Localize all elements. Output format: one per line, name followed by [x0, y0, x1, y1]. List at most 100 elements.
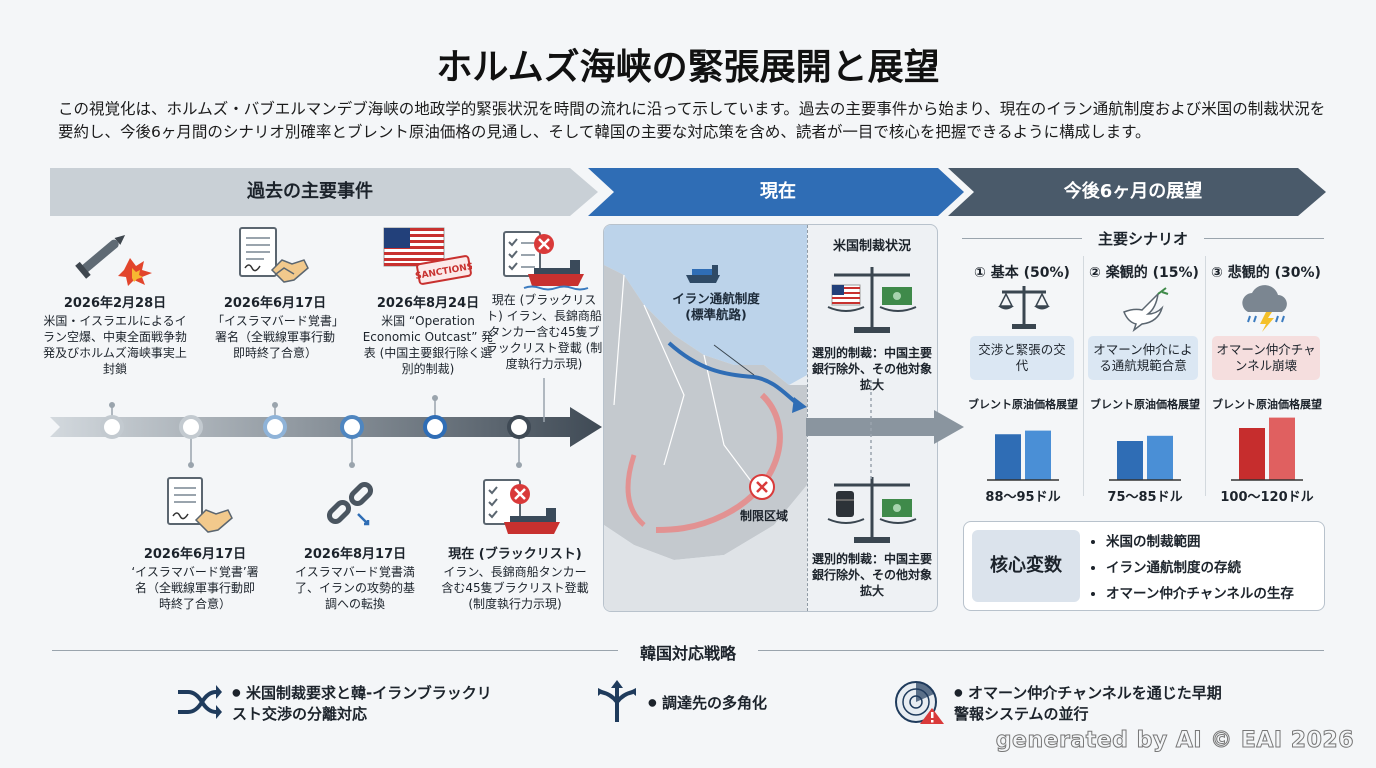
core-variable-item: オマーン仲介チャンネルの生存	[1106, 582, 1294, 602]
event-top-3: 2026年8月24日 米国 “Operation Economic Outcas…	[358, 292, 498, 377]
price-bar-high	[1025, 430, 1051, 480]
event-bottom-2: 2026年8月17日 イスラマバード覚書満了、イランの攻勢的基調への転換	[290, 543, 420, 612]
brent-price-charts	[987, 417, 1303, 481]
watermark: generated by AI © EAI 2026	[995, 728, 1354, 754]
event-date: 2026年8月17日	[303, 547, 407, 562]
bullet-dot: ●	[954, 687, 963, 699]
banner-past-label: 過去の主要事件	[247, 181, 373, 202]
banner-present-arrow	[588, 168, 964, 216]
scenario-pessimistic: ③ 悲観的 (30%)	[1206, 262, 1326, 282]
checklist-tanker-icon	[483, 479, 560, 534]
korea-strategy-3: ● オマーン仲介チャンネルを通じた早期警報システムの並行	[954, 683, 1234, 724]
event-date: 2026年8月24日	[376, 296, 480, 311]
us-flag-sanctions-icon: SANCTIONS	[383, 227, 472, 285]
event-top-4: 現在 (ブラックリスト) イラン、長錦商船タンカー含む45隻ブラックリスト登載 …	[484, 292, 604, 372]
banner-future: 今後6ヶ月の展望	[948, 168, 1328, 216]
chart-caption-base: ブレント原油価格展望	[968, 398, 1078, 411]
event-bottom-1: 2026年6月17日 ‘イスラマバード覚書’署名（全戦線軍事行動即時終了合意）	[130, 543, 260, 612]
banner-past-arrow	[50, 168, 598, 216]
route-label: イラン通航制度 (標準航路)	[672, 291, 760, 322]
event-description: 「イスラマバード覚書」署名（全戦線軍事行動即時終了合意）	[212, 314, 338, 360]
strategy-text: 米国制裁要求と韓-イランブラックリスト交渉の分離対応	[232, 684, 492, 723]
price-bar-high	[1269, 417, 1295, 480]
storm-cloud-icon	[1242, 285, 1287, 332]
scenario-divider-1	[1083, 256, 1084, 496]
scenarios-title: 主要シナリオ	[1082, 228, 1204, 249]
bullet-dot: ●	[648, 697, 657, 709]
event-description: 米国 “Operation Economic Outcast” 発表 (中国主要…	[362, 314, 494, 376]
core-variable-item: 米国の制裁範囲	[1106, 530, 1294, 550]
page-title: ホルムズ海峡の緊張展開と展望	[436, 47, 940, 88]
strategy-text: 調達先の多角化	[661, 694, 767, 712]
radar-warning-icon	[895, 681, 944, 724]
event-bottom-3: 現在 (ブラックリスト) イラン、長錦商船タンカー含む45隻ブラクリスト登載(制…	[440, 543, 590, 612]
banner-present-label: 現在	[760, 181, 796, 202]
document-handshake-icon	[239, 227, 309, 283]
event-description: ‘イスラマバード覚書’署名（全戦線軍事行動即時終了合意）	[131, 565, 259, 611]
document-handshake-icon	[167, 477, 233, 533]
signpost-icon	[598, 680, 636, 722]
checklist-tanker-icon	[503, 231, 589, 291]
scale-oil-money-icon	[827, 477, 917, 543]
scenario-tag-pessimistic: オマーン仲介チャンネル崩壊	[1212, 336, 1320, 380]
price-bar-low	[995, 434, 1021, 480]
missile-explosion-icon	[75, 234, 152, 286]
dotted-connector	[870, 380, 872, 480]
banner-future-arrow	[948, 168, 1326, 216]
restricted-zone-label: 制限区域	[739, 509, 788, 523]
scenario-tag-base: 交渉と緊張の交代	[970, 336, 1074, 380]
shuffle-icon	[178, 685, 222, 719]
scenario-optimistic: ② 楽観的 (15%)	[1084, 262, 1204, 282]
price-optimistic: 75〜85ドル	[1107, 490, 1183, 505]
event-top-2: 2026年6月17日 「イスラマバード覚書」署名（全戦線軍事行動即時終了合意）	[210, 292, 340, 361]
price-base: 88〜95ドル	[985, 490, 1061, 505]
price-bar-low	[1239, 428, 1265, 480]
sanctions-text-2: 選別的制裁：中国主要銀行除外、その他対象拡大	[812, 552, 933, 598]
price-bar-high	[1147, 435, 1173, 480]
balance-scale-icon	[998, 286, 1050, 329]
scenario-label: ① 基本 (50%)	[974, 265, 1070, 281]
event-date: 現在 (ブラックリスト)	[448, 547, 582, 562]
scale-flag-money-icon	[827, 267, 917, 333]
event-top-1: 2026年2月28日 米国・イスラエルによるイラン空爆、中東全面戦争勃発及びホル…	[40, 292, 190, 377]
core-variables-panel: 核心変数 米国の制裁範囲 イラン通航制度の存続 オマーン仲介チャンネルの生存	[963, 521, 1325, 611]
intro-text: この視覚化は、ホルムズ・バブエルマンデブ海峡の地政学的緊張状況を時間の流れに沿っ…	[58, 100, 1326, 141]
core-variables-list: 米国の制裁範囲 イラン通航制度の存続 オマーン仲介チャンネルの生存	[1088, 530, 1294, 608]
ship-icon	[686, 265, 720, 283]
event-description: イスラマバード覚書満了、イランの攻勢的基調への転換	[294, 565, 415, 611]
scenario-base: ① 基本 (50%)	[962, 262, 1082, 282]
event-description: 現在 (ブラックリスト) イラン、長錦商船タンカー含む45隻ブラックリスト登載 …	[485, 293, 603, 371]
scenario-divider-2	[1205, 256, 1206, 496]
core-variable-item: イラン通航制度の存続	[1106, 556, 1294, 576]
scenario-tag-optimistic: オマーン仲介による通航規範合意	[1088, 336, 1198, 380]
scenario-label: ② 楽観的 (15%)	[1089, 265, 1199, 281]
event-description: イラン、長錦商船タンカー含む45隻ブラクリスト登載(制度執行力示現)	[441, 565, 589, 611]
connector-arrow	[806, 410, 964, 444]
strait-map	[604, 225, 807, 611]
korea-strategy-2: ● 調達先の多角化	[648, 693, 828, 714]
chart-caption-optimistic: ブレント原油価格展望	[1090, 398, 1200, 411]
sanctions-title: 米国制裁状況	[832, 239, 911, 254]
timeline-nodes	[100, 378, 545, 468]
dove-icon	[1123, 287, 1169, 332]
core-variables-title: 核心変数	[972, 530, 1080, 602]
present-panel: イラン通航制度 (標準航路) 制限区域 米国制裁状況 選別的制裁：中国主要銀行除…	[603, 224, 938, 612]
banner-present: 現在	[588, 168, 968, 216]
sanctions-text-1: 選別的制裁：中国主要銀行除外、その他対象拡大	[812, 346, 933, 392]
strategy-text: オマーン仲介チャンネルを通じた早期警報システムの並行	[954, 684, 1222, 723]
chart-caption-pessimistic: ブレント原油価格展望	[1212, 398, 1322, 411]
event-description: 米国・イスラエルによるイラン空爆、中東全面戦争勃発及びホルムズ海峡事実上封鎖	[42, 314, 187, 376]
event-date: 2026年2月28日	[63, 296, 167, 311]
scenarios-header: 主要シナリオ	[962, 228, 1324, 249]
broken-chain-icon	[326, 481, 374, 526]
scenario-label: ③ 悲観的 (30%)	[1211, 265, 1321, 281]
korea-strategy-1: ● 米国制裁要求と韓-イランブラックリスト交渉の分離対応	[232, 683, 492, 724]
price-pessimistic: 100〜120ドル	[1220, 490, 1314, 505]
banner-past: 過去の主要事件	[50, 168, 600, 216]
price-bar-low	[1117, 441, 1143, 480]
event-date: 2026年6月17日	[223, 296, 327, 311]
bullet-dot: ●	[232, 687, 241, 699]
korea-strategy-title: 韓国対応戦略	[618, 640, 758, 664]
event-date: 2026年6月17日	[143, 547, 247, 562]
banner-future-label: 今後6ヶ月の展望	[1063, 181, 1203, 202]
